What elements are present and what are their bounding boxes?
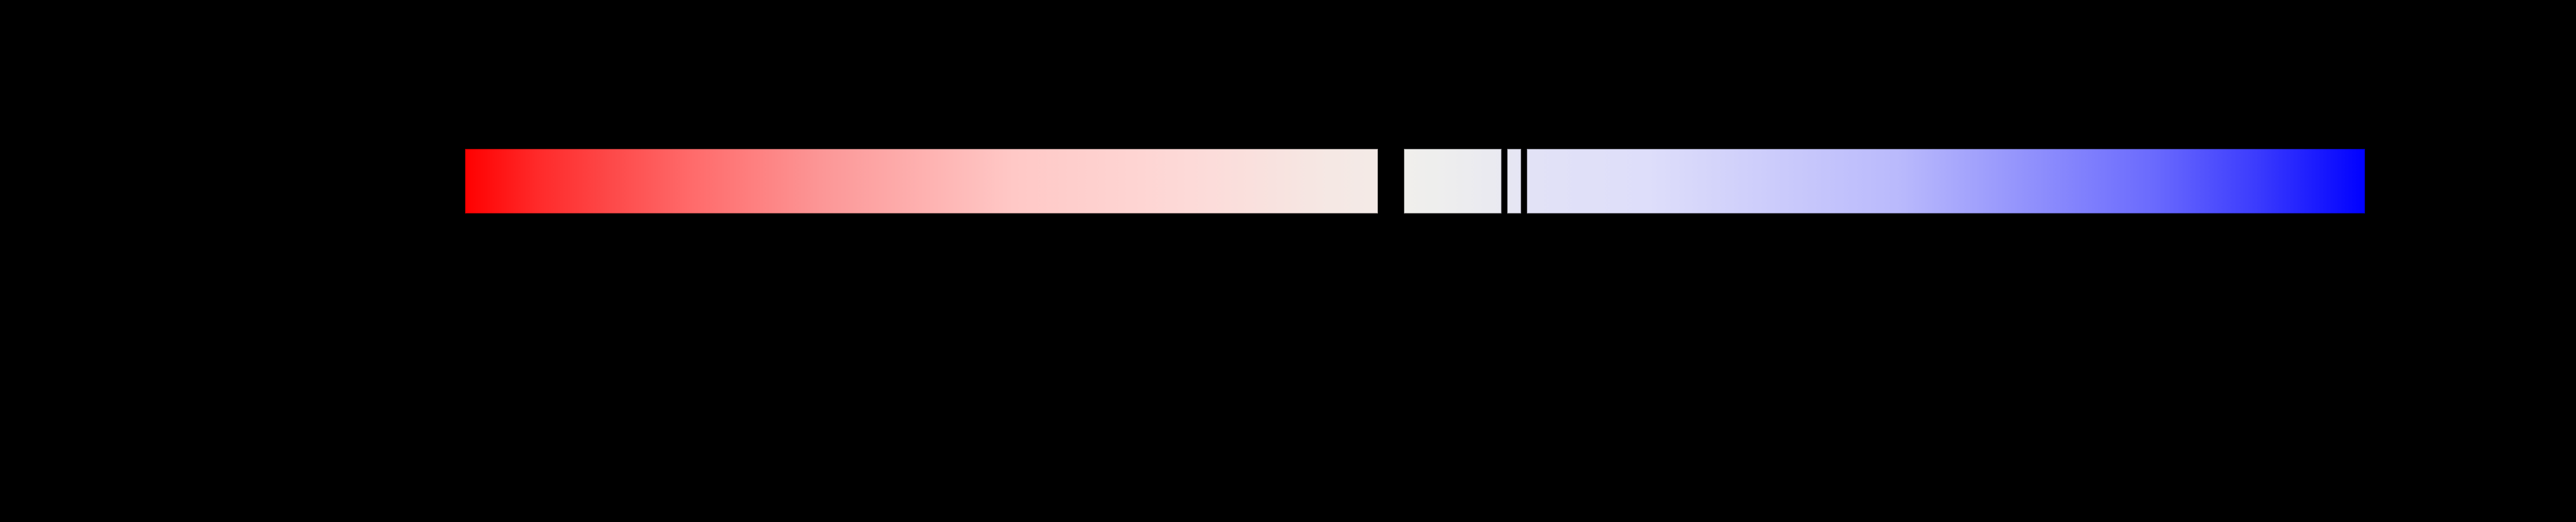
colorbar xyxy=(465,149,2365,213)
colorbar-segment-near-white xyxy=(1404,149,1502,213)
colorbar-segment-red-to-white xyxy=(465,149,1379,213)
colorbar-segment-white-to-blue xyxy=(1526,149,2365,213)
colorbar-segment-pale-lavender-sliver xyxy=(1507,149,1521,213)
